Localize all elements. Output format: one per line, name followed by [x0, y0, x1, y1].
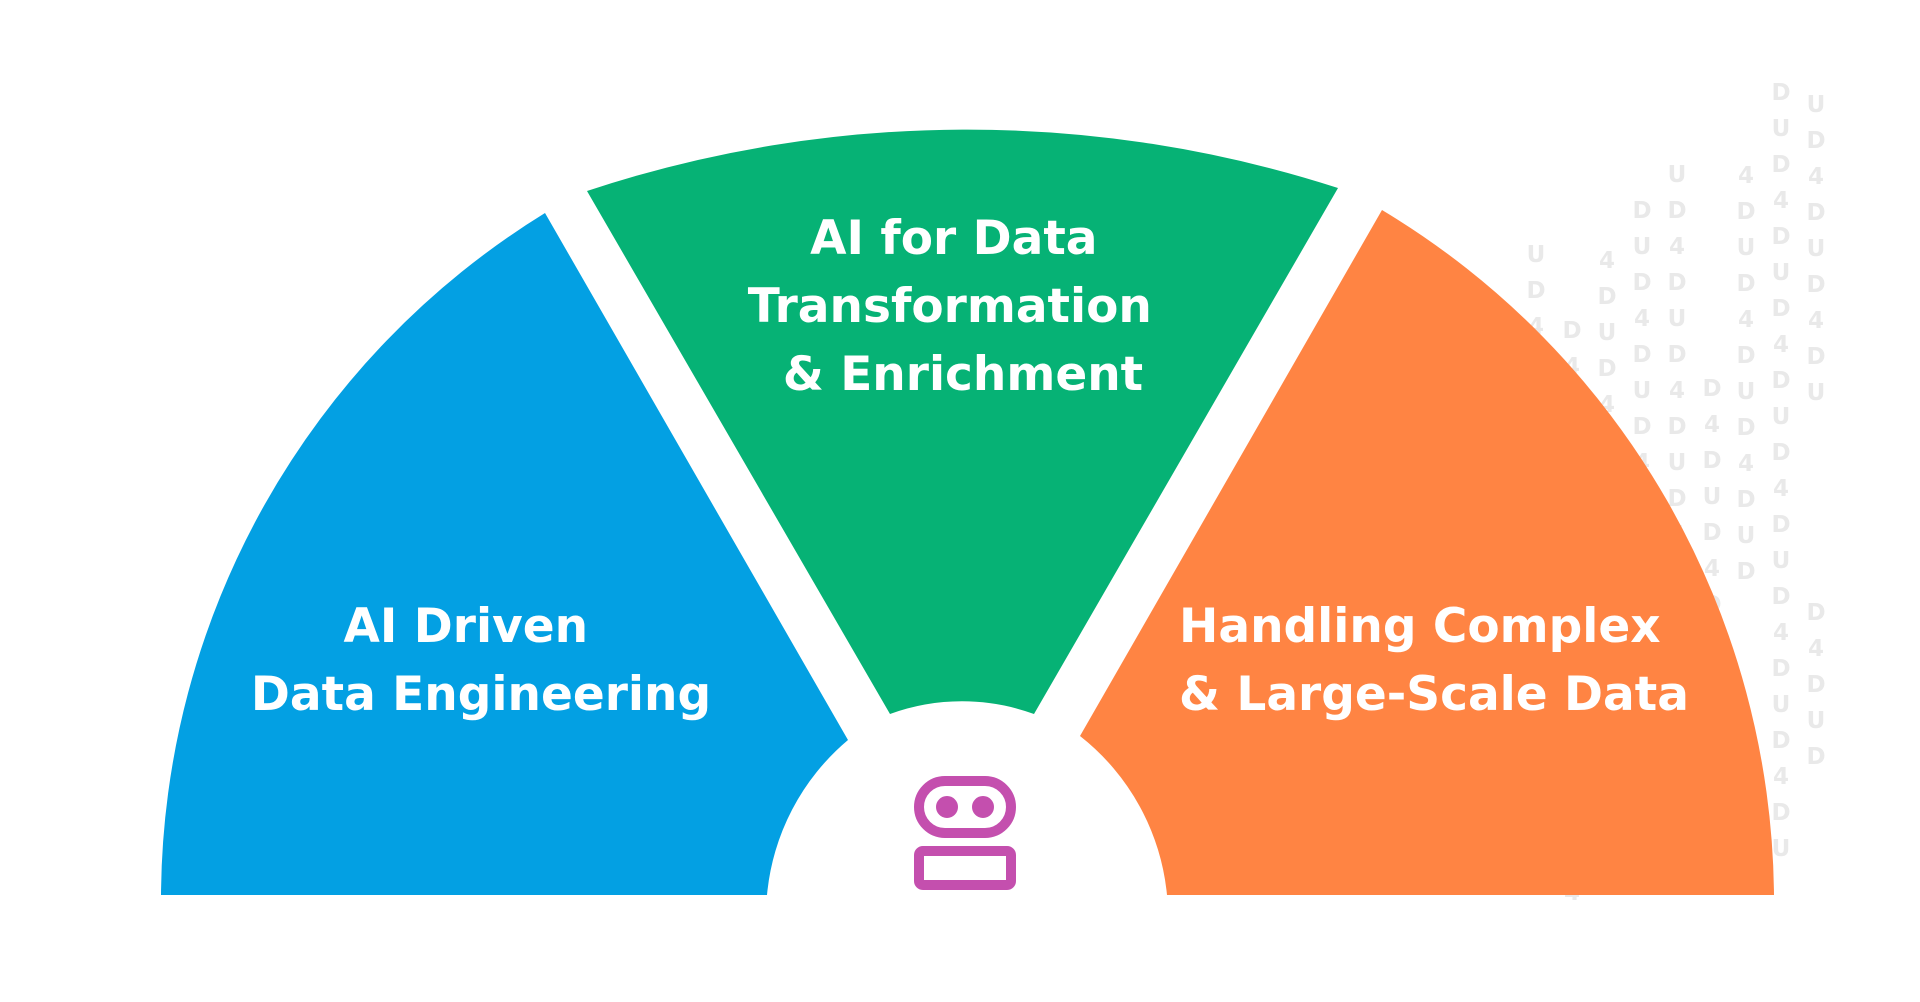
watermark-glyph: D [1806, 200, 1825, 226]
segment-label-complex: Handling Complex & Large-Scale Data [1179, 599, 1689, 722]
watermark-glyph: U [1633, 378, 1652, 404]
watermark-glyph: U [1703, 484, 1722, 510]
watermark-glyph: D [1806, 344, 1825, 370]
watermark-glyph: U [1772, 404, 1791, 430]
watermark-glyph: U [1772, 260, 1791, 286]
watermark-glyph: D [1771, 368, 1790, 394]
watermark-glyph: 4 [1773, 764, 1789, 790]
watermark-glyph: U [1668, 450, 1687, 476]
watermark-glyph: 4 [1808, 164, 1824, 190]
watermark-glyph: U [1772, 548, 1791, 574]
watermark-glyph: D [1702, 448, 1721, 474]
watermark-glyph: D [1736, 415, 1755, 441]
watermark-glyph: D [1771, 656, 1790, 682]
watermark-glyph: U [1737, 379, 1756, 405]
watermark-glyph: U [1772, 836, 1791, 862]
watermark-glyph: D [1806, 672, 1825, 698]
watermark-glyph: U [1527, 242, 1546, 268]
watermark-glyph: D [1632, 342, 1651, 368]
watermark-glyph: U [1633, 234, 1652, 260]
segment-label-line: Handling Complex [1179, 599, 1661, 654]
watermark-glyph: D [1667, 486, 1686, 512]
watermark-glyph: 4 [1669, 234, 1685, 260]
watermark-glyph: D [1806, 128, 1825, 154]
watermark-glyph: D [1806, 744, 1825, 770]
watermark-glyph: 4 [1669, 378, 1685, 404]
segment-label-line: & Large-Scale Data [1179, 667, 1689, 722]
watermark-glyph: D [1736, 487, 1755, 513]
watermark-glyph: D [1632, 414, 1651, 440]
watermark-glyph: D [1771, 800, 1790, 826]
segment-label-line: & Enrichment [783, 347, 1143, 402]
segment-label-line: AI for Data [810, 211, 1097, 266]
watermark-glyph: U [1598, 320, 1617, 346]
watermark-glyph: D [1771, 296, 1790, 322]
watermark-glyph: D [1736, 343, 1755, 369]
watermark-glyph: U [1668, 306, 1687, 332]
watermark-glyph: D [1771, 512, 1790, 538]
watermark-glyph: U [1668, 162, 1687, 188]
watermark-glyph: U [1772, 116, 1791, 142]
segment-label-transformation: AI for Data Transformation & Enrichment [748, 211, 1169, 402]
watermark-glyph: 4 [1704, 556, 1720, 582]
watermark-glyph: 4 [1599, 248, 1615, 274]
watermark-glyph: 4 [1773, 188, 1789, 214]
watermark-glyph: D [1771, 584, 1790, 610]
watermark-glyph: D [1702, 520, 1721, 546]
watermark-glyph: 4 [1808, 636, 1824, 662]
watermark-glyph: D [1702, 376, 1721, 402]
segment-ai-driven-data-engineering [161, 213, 848, 895]
segment-label-line: Data Engineering [251, 667, 711, 722]
watermark-glyph: U [1737, 235, 1756, 261]
robot-face-icon [914, 776, 1016, 890]
watermark-glyph: D [1771, 152, 1790, 178]
watermark-glyph: D [1667, 342, 1686, 368]
watermark-glyph: 4 [1738, 163, 1754, 189]
watermark-glyph: 4 [1738, 451, 1754, 477]
watermark-glyph: D [1806, 272, 1825, 298]
watermark-glyph: 4 [1738, 307, 1754, 333]
watermark-glyph: U [1737, 523, 1756, 549]
watermark-glyph: D [1771, 440, 1790, 466]
segment-label-engineering: AI Driven Data Engineering [251, 599, 711, 722]
watermark-glyph: U [1807, 236, 1826, 262]
watermark-glyph: U [1807, 380, 1826, 406]
watermark-glyph: D [1736, 271, 1755, 297]
watermark-glyph: D [1667, 414, 1686, 440]
segment-label-line: Transformation [748, 279, 1152, 334]
watermark-glyph: D [1632, 270, 1651, 296]
watermark-glyph: U [1807, 92, 1826, 118]
segment-label-line: AI Driven [344, 599, 589, 654]
watermark-glyph: D [1806, 600, 1825, 626]
watermark-glyph: D [1597, 356, 1616, 382]
watermark-glyph: 4 [1704, 412, 1720, 438]
watermark-glyph: U [1807, 708, 1826, 734]
segment-ai-data-transformation [587, 129, 1338, 714]
watermark-glyph: D [1771, 80, 1790, 106]
watermark-glyph: D [1771, 728, 1790, 754]
watermark-glyph: D [1667, 270, 1686, 296]
watermark-glyph: D [1667, 198, 1686, 224]
watermark-glyph: D [1736, 559, 1755, 585]
watermark-glyph: 4 [1773, 332, 1789, 358]
watermark-glyph: 4 [1773, 476, 1789, 502]
watermark-glyph: D [1597, 284, 1616, 310]
watermark-glyph: 4 [1808, 308, 1824, 334]
watermark-glyph: U [1772, 692, 1791, 718]
watermark-glyph: D [1526, 278, 1545, 304]
segment-handling-complex-data [1080, 210, 1774, 895]
watermark-glyph: D [1562, 318, 1581, 344]
watermark-glyph: 4 [1773, 620, 1789, 646]
watermark-glyph: 4 [1634, 306, 1650, 332]
watermark-glyph: D [1736, 199, 1755, 225]
watermark-glyph: D [1771, 224, 1790, 250]
watermark-glyph: D [1632, 198, 1651, 224]
